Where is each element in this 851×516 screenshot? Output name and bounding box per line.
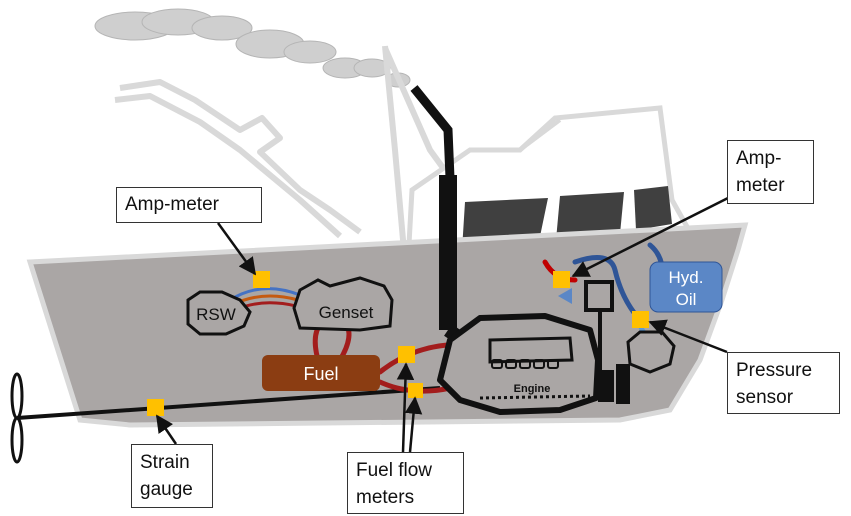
sensor-strain-gauge (147, 399, 164, 416)
rsw-unit (186, 290, 252, 336)
callout-amp-meter-right-line1: Amp- (736, 148, 782, 169)
prop-shaft (16, 386, 441, 420)
hyd-oil-label-line2: Oil (676, 290, 697, 309)
callout-amp-meter-right-line2: meter (736, 175, 785, 196)
callout-fuel-flow-line1: Fuel flow (356, 460, 433, 481)
engine-label: Engine (514, 383, 551, 395)
callout-leaders (155, 196, 729, 453)
fuel-tank-label: Fuel (303, 364, 338, 384)
callout-strain-gauge: Strain gauge (131, 444, 213, 508)
sensor-pressure (632, 311, 649, 328)
sensors (147, 271, 649, 416)
callout-pressure-sensor-line1: Pressure (736, 360, 813, 381)
sensor-fuel-flow-supply (398, 346, 415, 363)
smoke-clouds (94, 8, 411, 88)
engine (437, 280, 630, 415)
callout-fuel-flow-line2: meters (356, 487, 415, 508)
callout-pressure-sensor: Pressure sensor (727, 352, 840, 414)
callout-amp-meter-left-text: Amp-meter (125, 194, 219, 215)
flow-arrow-icon (558, 288, 572, 304)
callout-fuel-flow-meters: Fuel flow meters (347, 452, 464, 514)
fuel-tank (262, 355, 380, 391)
genset-label: Genset (319, 303, 374, 322)
sensor-fuel-flow-return (408, 383, 423, 398)
sensor-amp-meter-engine (553, 271, 570, 288)
callout-strain-gauge-line2: gauge (140, 479, 193, 500)
hydraulic-pump (626, 330, 676, 374)
callout-strain-gauge-line1: Strain (140, 452, 190, 473)
rsw-label: RSW (196, 305, 236, 324)
hyd-oil-tank (649, 261, 723, 313)
callout-pressure-sensor-line2: sensor (736, 387, 794, 408)
sensor-amp-meter-genset (253, 271, 270, 288)
callout-amp-meter-right: Amp- meter (727, 140, 814, 204)
callout-amp-meter-left: Amp-meter (116, 187, 262, 223)
genset-unit (292, 276, 394, 332)
hyd-oil-label-line1: Hyd. (669, 268, 704, 287)
